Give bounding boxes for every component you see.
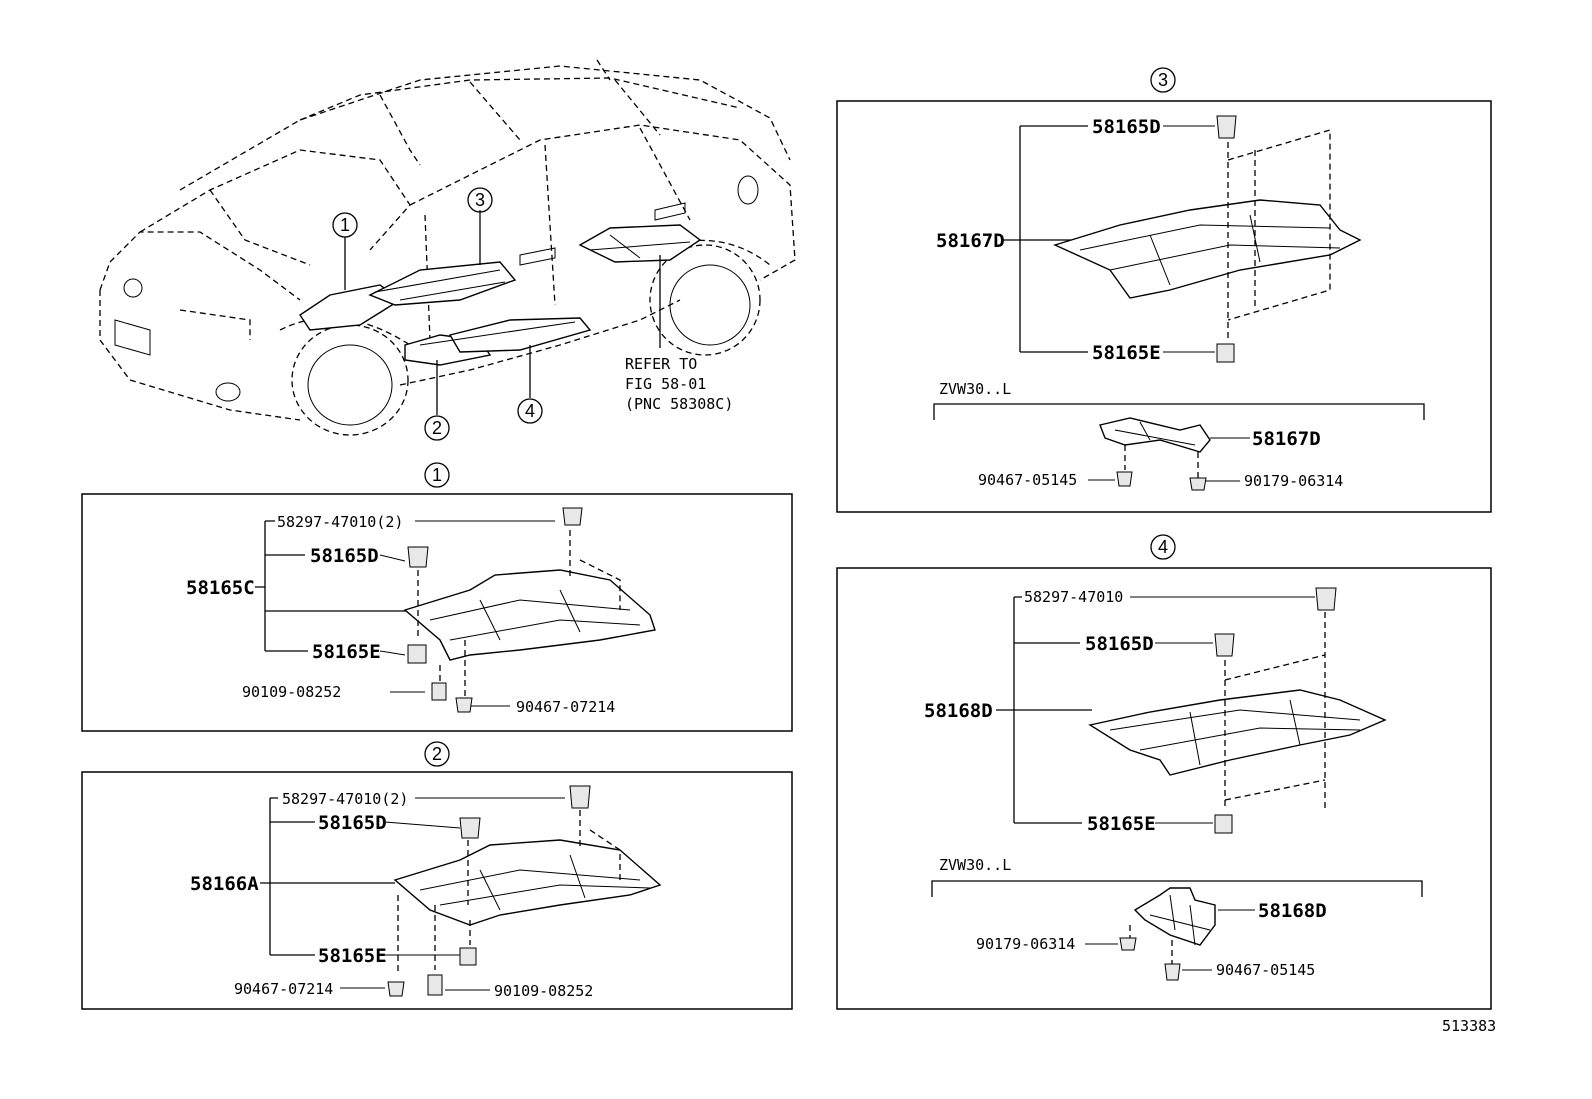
- push-rivet-icon: [459, 817, 481, 839]
- nut-icon: [1119, 937, 1137, 951]
- overview-marker-4: 4: [525, 401, 535, 421]
- s4-variant-label: ZVW30..L: [939, 856, 1011, 874]
- section-1: 1 58297-47010(2) 58165D 58165C 58165E 90…: [81, 462, 793, 732]
- grommet-icon: [459, 947, 477, 966]
- s1-part-58165e: 58165E: [312, 641, 381, 663]
- s4-sub-part-label: 58168D: [1258, 900, 1327, 922]
- s3-part-58165d: 58165D: [1092, 116, 1161, 138]
- s1-clip-label: 58297-47010(2): [277, 513, 403, 531]
- refer-line-1: REFER TO: [625, 355, 697, 373]
- s4-part-58165e: 58165E: [1087, 813, 1156, 835]
- s4-clip-label: 58297-47010: [1024, 588, 1123, 606]
- grommet-icon: [1216, 343, 1235, 363]
- s3-sub-nut-label: 90179-06314: [1244, 472, 1343, 490]
- car-overview-illustration: 1 3 2 4 REFER TO FIG 58-01 (PNC 58308C): [99, 59, 796, 441]
- bolt-icon: [1164, 963, 1181, 981]
- clip-icon: [562, 507, 583, 526]
- s4-sub-bolt-label: 90467-05145: [1216, 961, 1315, 979]
- bolt-icon: [387, 981, 405, 997]
- bolt-icon: [1116, 471, 1133, 487]
- s1-screw-label: 90109-08252: [242, 683, 341, 701]
- s3-assembly-label: 58167D: [936, 230, 1005, 252]
- section-2-marker: 2: [432, 744, 442, 764]
- s4-assembly-label: 58168D: [924, 700, 993, 722]
- section-2: 2 58297-47010(2) 58165D 58166A 58165E 90…: [81, 741, 793, 1010]
- s2-screw-label: 90109-08252: [494, 982, 593, 1000]
- push-rivet-icon: [1214, 633, 1235, 657]
- section-4: 4 58297-47010 58165D 58168D 58165E ZVW30…: [836, 534, 1492, 1010]
- s3-sub-bolt-label: 90467-05145: [978, 471, 1077, 489]
- section-3: 3 58165D 58167D 58165E ZVW30..L 58167D 9…: [836, 67, 1492, 513]
- clip-icon: [1315, 587, 1337, 611]
- s2-part-58165e: 58165E: [318, 945, 387, 967]
- overview-marker-1: 1: [340, 215, 350, 235]
- s1-assembly-label: 58165C: [186, 577, 255, 599]
- clip-icon: [569, 785, 591, 809]
- s2-bolt-label: 90467-07214: [234, 980, 333, 998]
- bolt-icon: [455, 697, 473, 713]
- grommet-icon: [407, 644, 427, 664]
- refer-line-2: FIG 58-01: [625, 375, 706, 393]
- nut-icon: [1189, 477, 1207, 491]
- s2-assembly-label: 58166A: [190, 873, 259, 895]
- s2-part-58165d: 58165D: [318, 812, 387, 834]
- s1-part-58165d: 58165D: [310, 545, 379, 567]
- grommet-icon: [1214, 814, 1233, 834]
- screw-icon: [431, 682, 447, 701]
- illustration-number: 513383: [1442, 1017, 1496, 1035]
- section-3-marker: 3: [1158, 70, 1168, 90]
- s2-clip-label: 58297-47010(2): [282, 790, 408, 808]
- push-rivet-icon: [407, 546, 429, 568]
- section-1-marker: 1: [432, 465, 442, 485]
- overview-marker-2: 2: [432, 418, 442, 438]
- s3-variant-label: ZVW30..L: [939, 380, 1011, 398]
- s1-bolt-label: 90467-07214: [516, 698, 615, 716]
- refer-line-3: (PNC 58308C): [625, 395, 733, 413]
- s3-sub-part-label: 58167D: [1252, 428, 1321, 450]
- overview-marker-3: 3: [475, 190, 485, 210]
- screw-icon: [427, 974, 443, 996]
- s3-part-58165e: 58165E: [1092, 342, 1161, 364]
- s4-part-58165d: 58165D: [1085, 633, 1154, 655]
- s4-sub-nut-label: 90179-06314: [976, 935, 1075, 953]
- push-rivet-icon: [1216, 115, 1237, 139]
- section-4-marker: 4: [1158, 537, 1168, 557]
